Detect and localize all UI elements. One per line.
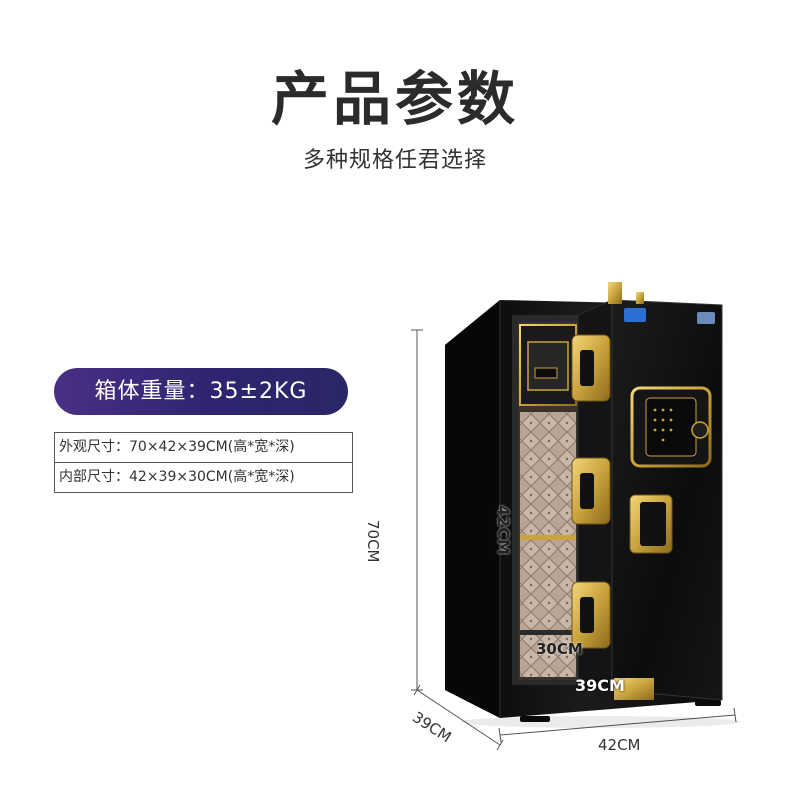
page-title: 产品参数 [270,65,519,133]
spec-table: 外观尺寸：70×42×39CM(高*宽*深) 内部尺寸：42×39×30CM(高… [54,432,353,493]
page-subtitle: 多种规格任君选择 [302,148,487,173]
weight-badge: 箱体重量：35±2KG [54,368,348,415]
spec-row-outer: 外观尺寸：70×42×39CM(高*宽*深) [59,439,295,455]
dim-outer-height: 70CM [364,520,382,563]
dimension-lines [411,329,737,751]
spec-row-inner: 内部尺寸：42×39×30CM(高*宽*深) [55,462,352,492]
dim-inner-depth: 30CM [536,640,583,658]
dim-inner-width: 39CM [575,676,625,695]
dim-inner-height: 42CM [494,505,513,555]
dim-outer-width: 42CM [598,736,641,754]
